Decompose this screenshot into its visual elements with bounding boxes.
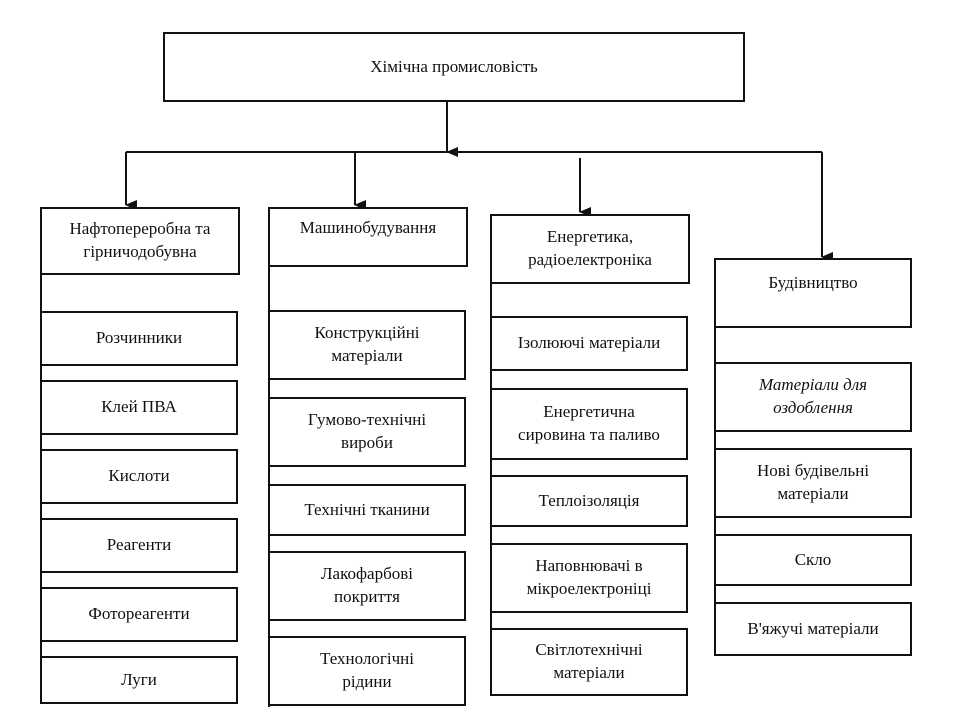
column-1-item-6: Луги [40,656,238,704]
column-3-item-3: Теплоізоляція [490,475,688,527]
column-1-item-5: Фотореагенти [40,587,238,642]
column-4-item-2: Нові будівельні матеріали [714,448,912,518]
column-3-header: Енергетика, радіоелектроніка [490,214,690,284]
column-2-item-3: Технічні тканини [268,484,466,536]
column-1-item-3: Кислоти [40,449,238,504]
root-node: Хімічна промисловість [163,32,745,102]
column-4-item-3: Скло [714,534,912,586]
column-4-item-1: Матеріали для оздоблення [714,362,912,432]
column-2-header: Машинобудування [268,207,468,267]
column-1-item-4: Реагенти [40,518,238,573]
column-2-item-5: Технологічні рідини [268,636,466,706]
column-3-item-1: Ізолюючі матеріали [490,316,688,371]
column-3-item-4: Наповнювачі в мікроелектроніці [490,543,688,613]
column-1-item-1: Розчинники [40,311,238,366]
column-1-item-2: Клей ПВА [40,380,238,435]
column-3-item-5: Світлотехнічні матеріали [490,628,688,696]
column-2-item-2: Гумово-технічні вироби [268,397,466,467]
column-4-header: Будівництво [714,258,912,328]
column-2-item-1: Конструкційні матеріали [268,310,466,380]
column-2-item-4: Лакофарбові покриття [268,551,466,621]
column-1-header: Нафтопереробна та гірничодобувна [40,207,240,275]
column-3-item-2: Енергетична сировина та паливо [490,388,688,460]
column-4-item-4: В'яжучі матеріали [714,602,912,656]
